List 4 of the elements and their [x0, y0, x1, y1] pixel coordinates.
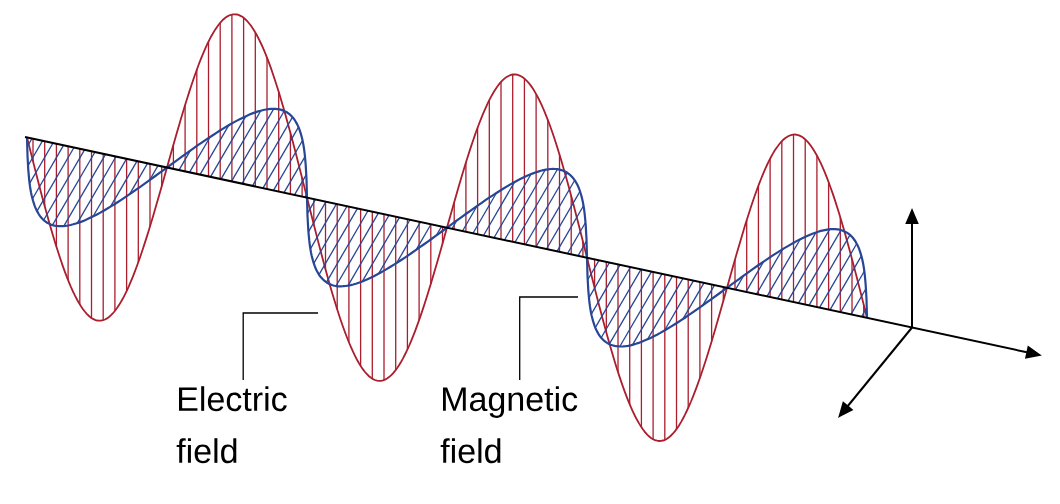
leader-line — [242, 312, 319, 381]
field-label: Electric field — [176, 386, 287, 464]
field-label: Magnetic field — [440, 386, 578, 464]
leader-line — [519, 296, 579, 381]
